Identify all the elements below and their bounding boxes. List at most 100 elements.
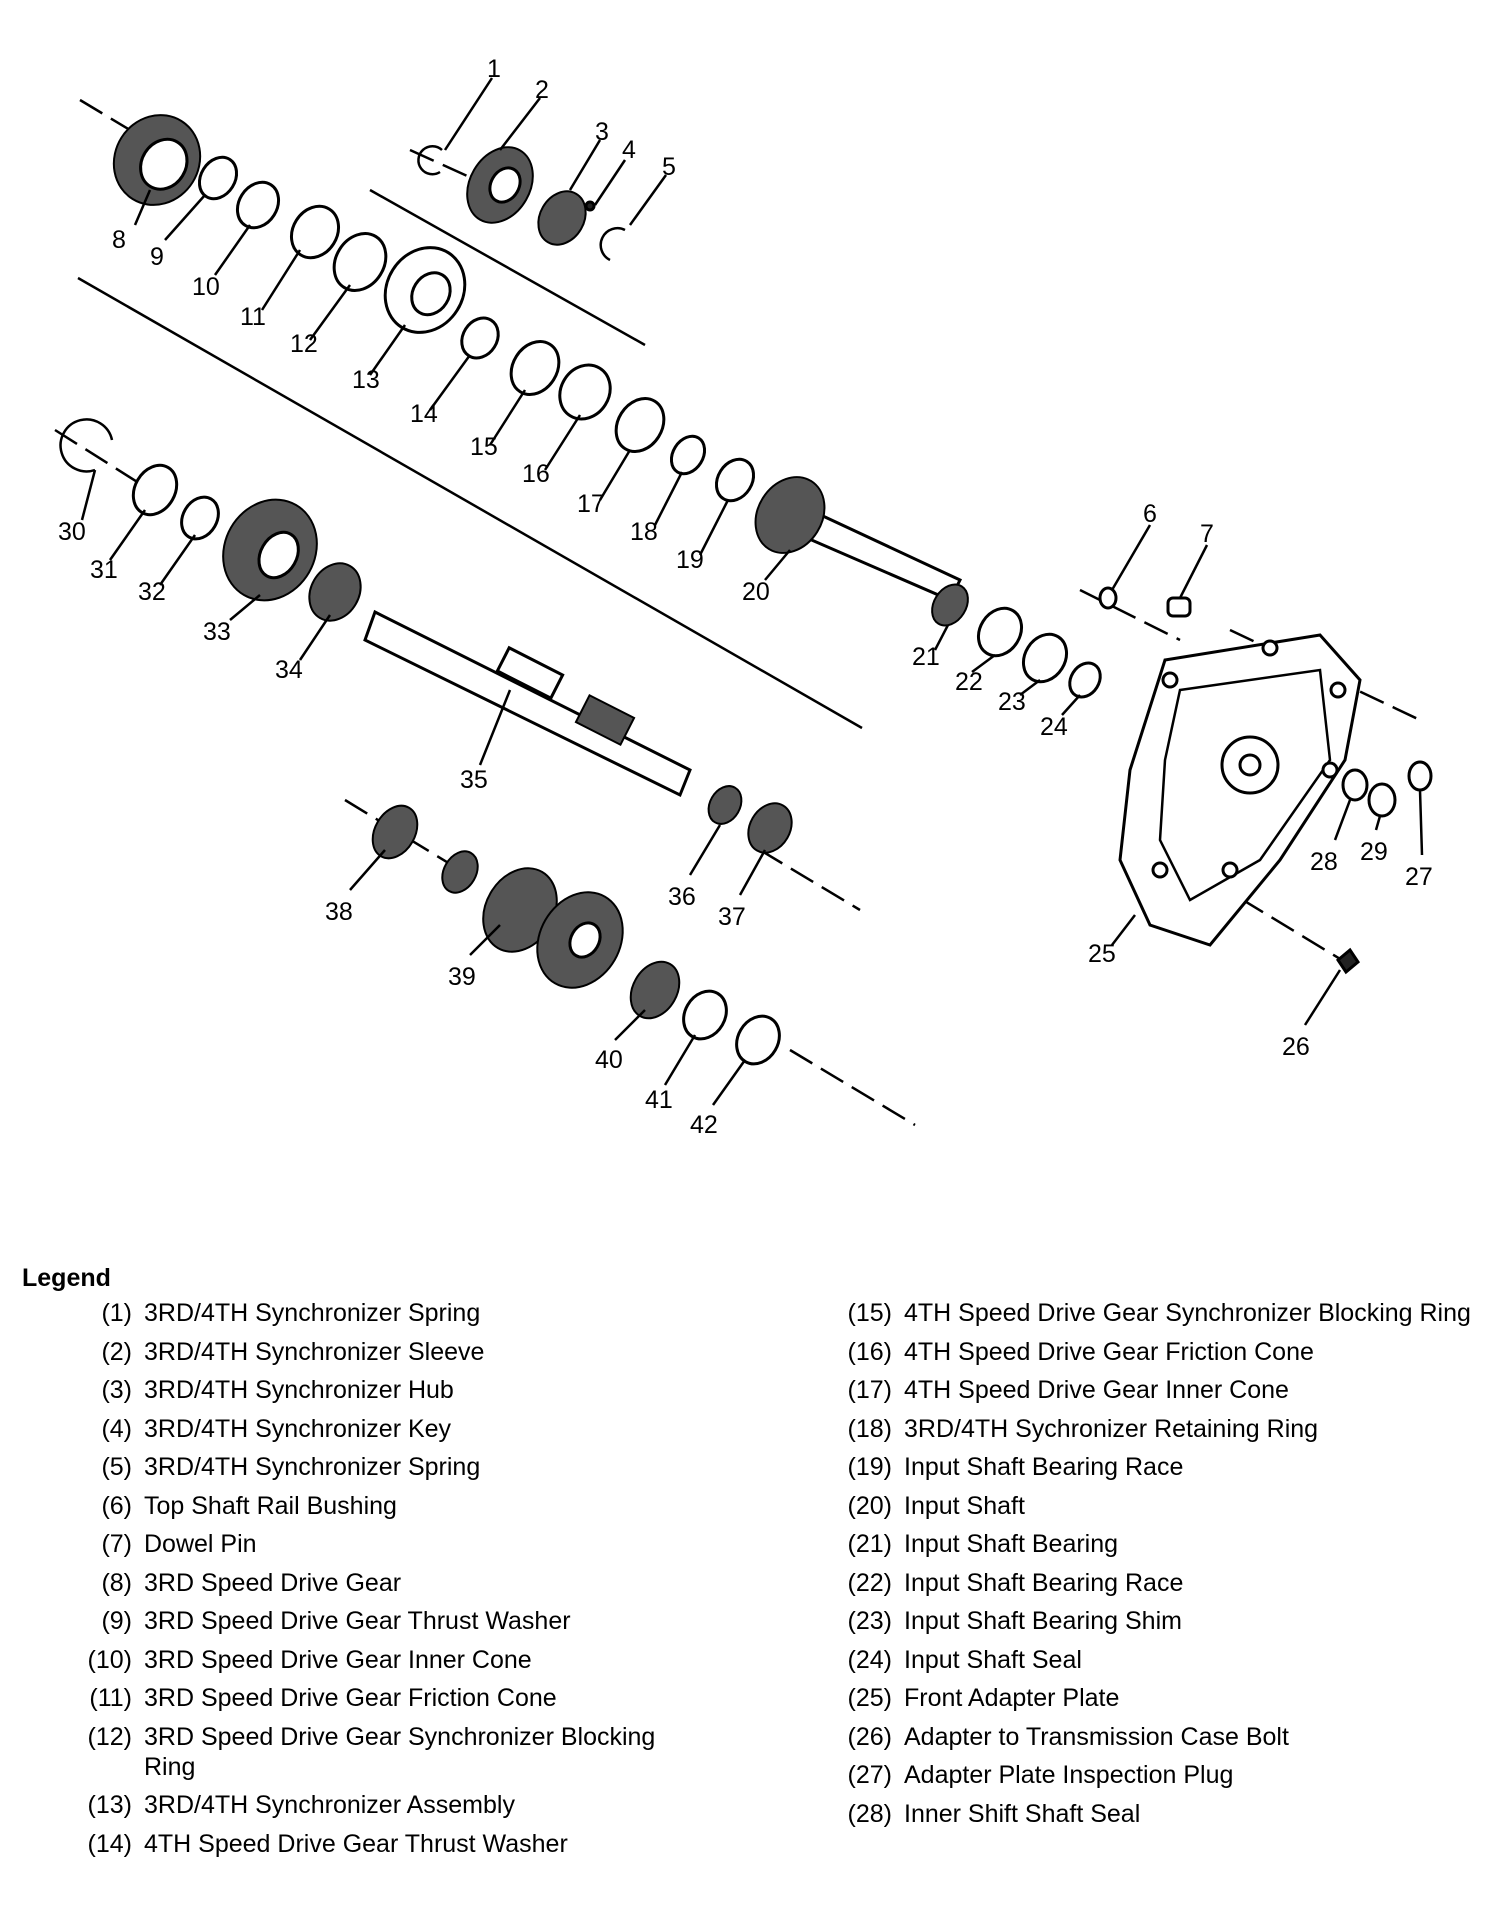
blocking-ring-12 bbox=[332, 232, 388, 292]
callout-29: 29 bbox=[1360, 838, 1388, 866]
callout-16: 16 bbox=[522, 460, 550, 488]
legend-item-number: (28) bbox=[847, 1799, 892, 1828]
callout-1: 1 bbox=[487, 55, 501, 83]
legend-item: (5) 3RD/4TH Synchronizer Spring bbox=[66, 1452, 686, 1482]
callout-33: 33 bbox=[203, 618, 231, 646]
legend-item-number: (11) bbox=[89, 1684, 132, 1712]
callout-10: 10 bbox=[192, 273, 220, 301]
legend-item: (15)4TH Speed Drive Gear Synchronizer Bl… bbox=[826, 1298, 1486, 1328]
cluster-gear-39 bbox=[441, 850, 624, 989]
shift-shaft-seal-28 bbox=[1341, 768, 1369, 802]
input-shaft-bearing-21 bbox=[931, 583, 969, 627]
legend-item: (16)4TH Speed Drive Gear Friction Cone bbox=[826, 1337, 1486, 1367]
legend-item-number: (13) bbox=[87, 1791, 132, 1819]
legend-item-number: (8) bbox=[101, 1568, 132, 1597]
callout-numbers: 1 2 3 4 5 6 7 8 9 10 11 12 13 14 15 16 1… bbox=[58, 55, 1433, 1139]
needle-bearing-34 bbox=[308, 562, 362, 622]
legend-item-number: (7) bbox=[101, 1530, 132, 1558]
callout-25: 25 bbox=[1088, 940, 1116, 968]
legend-item-label: 3RD/4TH Synchronizer Spring bbox=[144, 1453, 481, 1481]
callout-37: 37 bbox=[718, 903, 746, 931]
legend-item-number: (1) bbox=[101, 1299, 132, 1327]
synchronizer-key-4 bbox=[584, 200, 596, 212]
input-shaft-20 bbox=[754, 476, 963, 602]
part-32 bbox=[180, 495, 220, 541]
shaft-axis-lines bbox=[54, 98, 1421, 1127]
synchronizer-hub-3 bbox=[537, 190, 587, 246]
exploded-parts-diagram: 1 2 3 4 5 6 7 8 9 10 11 12 13 14 15 16 1… bbox=[54, 55, 1433, 1139]
legend-item-number: (5) bbox=[101, 1453, 132, 1481]
legend-item-label: 3RD Speed Drive Gear Inner Cone bbox=[144, 1645, 532, 1674]
callout-2: 2 bbox=[535, 76, 549, 104]
legend-item-label: 3RD/4TH Synchronizer Assembly bbox=[144, 1791, 515, 1819]
legend-item-label: 3RD/4TH Sychronizer Retaining Ring bbox=[904, 1414, 1319, 1443]
cluster-gear-parts bbox=[371, 804, 781, 1066]
leader-lines bbox=[80, 77, 1424, 1106]
legend-item: (27)Adapter Plate Inspection Plug bbox=[826, 1760, 1486, 1790]
callout-38: 38 bbox=[325, 898, 353, 926]
legend-item-label: 3RD/4TH Synchronizer Sleeve bbox=[144, 1337, 485, 1366]
legend-column-left: (1) 3RD/4TH Synchronizer Spring (2)3RD/4TH… bbox=[66, 1298, 686, 1867]
callout-40: 40 bbox=[595, 1046, 623, 1074]
legend-item: (10)3RD Speed Drive Gear Inner Cone bbox=[66, 1645, 686, 1675]
part-29 bbox=[1367, 782, 1397, 818]
legend-item-number: (3) bbox=[101, 1376, 132, 1404]
legend-item-number: (6) bbox=[101, 1491, 132, 1520]
legend-item-number: (26) bbox=[847, 1722, 892, 1751]
legend-item-label: 3RD Speed Drive Gear Friction Cone bbox=[144, 1684, 557, 1712]
callout-26: 26 bbox=[1282, 1033, 1310, 1061]
part-36 bbox=[707, 785, 743, 825]
legend-item: (19)Input Shaft Bearing Race bbox=[826, 1452, 1486, 1482]
legend-item-label: Input Shaft Seal bbox=[904, 1645, 1082, 1674]
legend-item-label: 3RD Speed Drive Gear bbox=[144, 1568, 402, 1597]
bearing-shim-23 bbox=[1021, 632, 1069, 684]
callout-27: 27 bbox=[1405, 863, 1433, 891]
legend-item-label: 4TH Speed Drive Gear Thrust Washer bbox=[144, 1829, 568, 1858]
legend-item-number: (22) bbox=[847, 1568, 892, 1597]
legend-item-number: (20) bbox=[847, 1491, 892, 1520]
legend-item-label: 4TH Speed Drive Gear Friction Cone bbox=[904, 1337, 1314, 1366]
legend-item-number: (4) bbox=[101, 1414, 132, 1443]
callout-15: 15 bbox=[470, 433, 498, 461]
synchronizer-spring-5 bbox=[599, 227, 626, 262]
legend-item-number: (18) bbox=[847, 1414, 892, 1443]
callout-36: 36 bbox=[668, 883, 696, 911]
legend-item-number: (14) bbox=[87, 1829, 132, 1858]
bearing-race-22 bbox=[976, 606, 1024, 658]
part-42 bbox=[735, 1014, 781, 1066]
legend-item: (12)3RD Speed Drive Gear Synchronizer Bl… bbox=[66, 1722, 686, 1782]
synchronizer-subassembly bbox=[417, 145, 626, 262]
legend-item: (25)Front Adapter Plate bbox=[826, 1683, 1486, 1713]
legend-item: (2)3RD/4TH Synchronizer Sleeve bbox=[66, 1337, 686, 1367]
legend-item-label: Input Shaft Bearing Race bbox=[904, 1453, 1184, 1481]
legend-item-label: 4TH Speed Drive Gear Inner Cone bbox=[904, 1376, 1289, 1404]
upper-shaft-parts bbox=[112, 114, 1102, 699]
callout-4: 4 bbox=[622, 136, 636, 164]
callout-19: 19 bbox=[676, 546, 704, 574]
callout-13: 13 bbox=[352, 366, 380, 394]
bearing-race-19 bbox=[714, 457, 756, 503]
legend-item-number: (24) bbox=[847, 1645, 892, 1674]
callout-8: 8 bbox=[112, 226, 126, 254]
legend-item-label: 3RD/4TH Synchronizer Spring bbox=[144, 1299, 481, 1327]
synchronizer-spring-1 bbox=[417, 145, 443, 176]
legend-item-number: (17) bbox=[847, 1376, 892, 1404]
legend-column-right: (15)4TH Speed Drive Gear Synchronizer Bl… bbox=[826, 1298, 1486, 1837]
legend-item: (24) Input Shaft Seal bbox=[826, 1645, 1486, 1675]
countershaft-parts bbox=[59, 418, 793, 854]
callout-24: 24 bbox=[1040, 713, 1068, 741]
callout-28: 28 bbox=[1310, 848, 1338, 876]
callout-31: 31 bbox=[90, 556, 118, 584]
callout-5: 5 bbox=[662, 153, 676, 181]
gear-33 bbox=[222, 498, 318, 602]
callout-17: 17 bbox=[577, 490, 605, 518]
callout-35: 35 bbox=[460, 766, 488, 794]
callout-34: 34 bbox=[275, 656, 303, 684]
legend-item-number: (9) bbox=[101, 1607, 132, 1635]
legend-item: (8) 3RD Speed Drive Gear bbox=[66, 1568, 686, 1598]
legend-item-label: Input Shaft bbox=[904, 1491, 1025, 1520]
part-38 bbox=[371, 804, 419, 860]
callout-22: 22 bbox=[955, 668, 983, 696]
legend-item-number: (23) bbox=[847, 1607, 892, 1635]
legend-item: (18) 3RD/4TH Sychronizer Retaining Ring bbox=[826, 1414, 1486, 1444]
